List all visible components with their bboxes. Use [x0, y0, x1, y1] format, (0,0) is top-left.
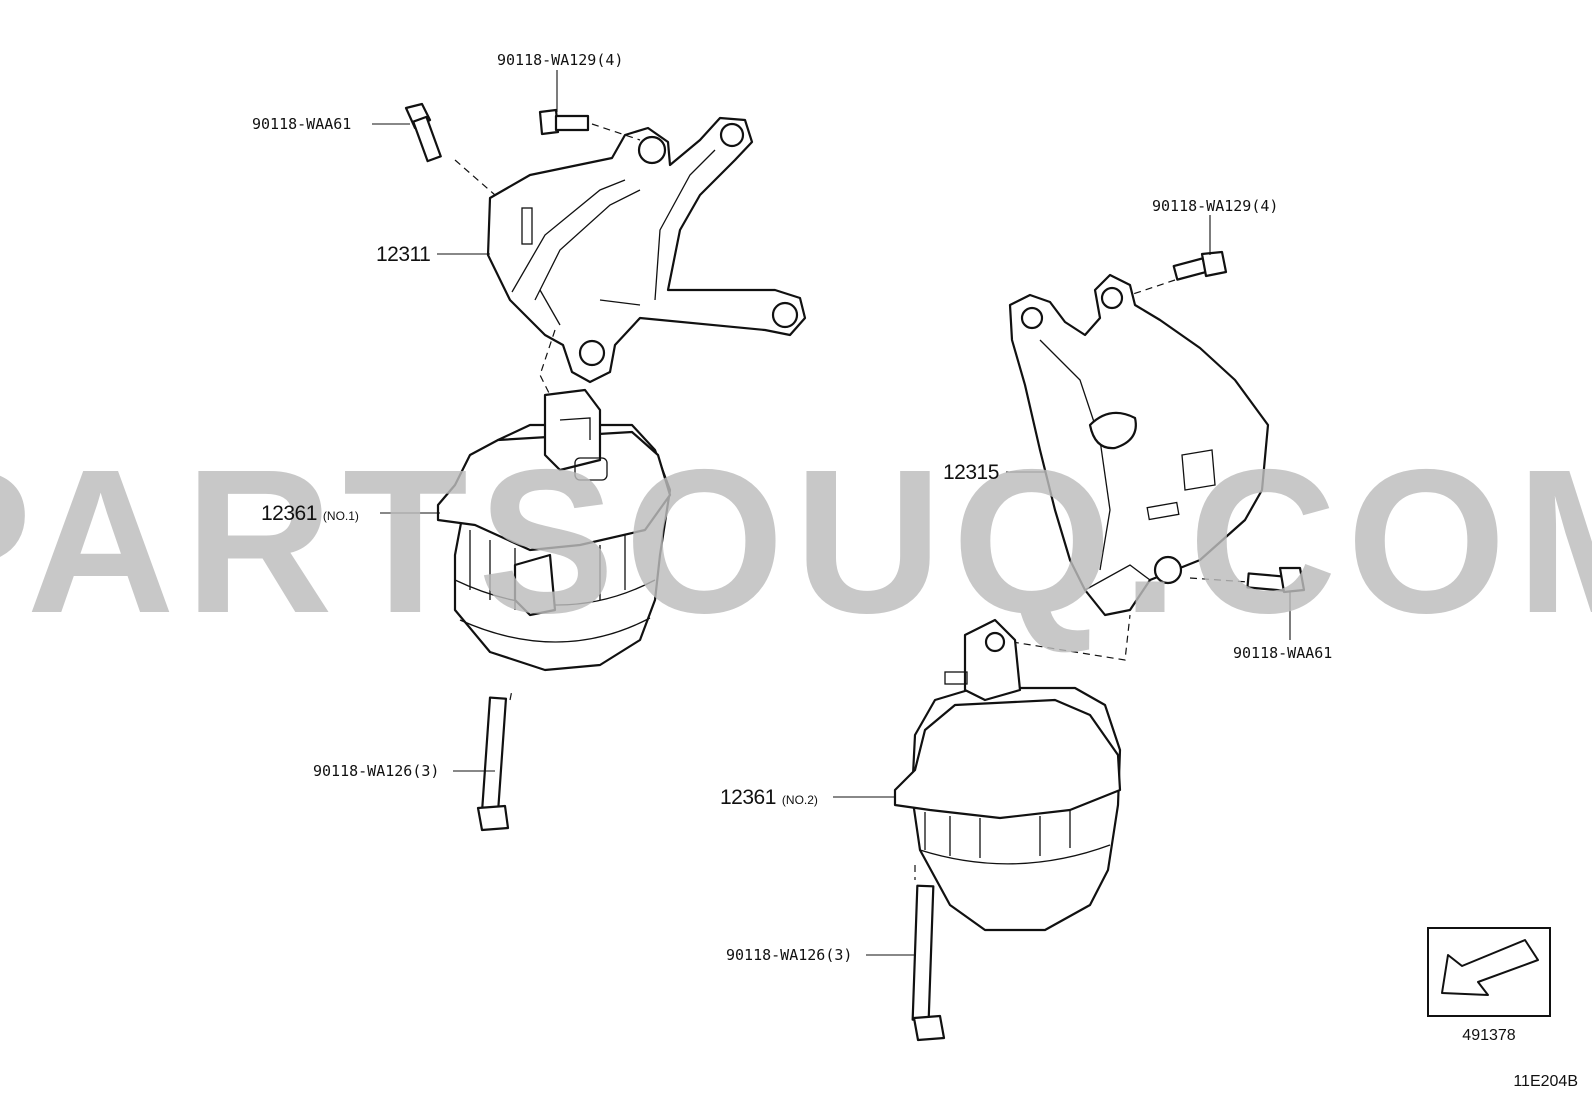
bolt-90118-WAA61-left[interactable] — [404, 102, 442, 163]
bolt-90118-WA126-left[interactable] — [476, 696, 510, 832]
watermark: PARTSOUQ.COM — [0, 427, 1592, 656]
bolt-90118-WAA61-right[interactable] — [1246, 566, 1306, 594]
callout-mount-left-sub: (NO.1) — [323, 509, 359, 523]
callout-mount-right-num: 12361 — [720, 786, 776, 809]
callout-mount-left: 12361 (NO.1) — [261, 502, 359, 525]
bolt-90118-WA126-right[interactable] — [911, 884, 946, 1042]
callout-mount-left-num: 12361 — [261, 502, 317, 525]
callout-bracket-left: 12311 — [376, 243, 430, 266]
callout-bolt-top-left: 90118-WAA61 — [252, 115, 351, 133]
left-bracket-12311[interactable] — [486, 116, 807, 384]
reference-box — [1427, 927, 1551, 1017]
callout-bolt-top-center: 90118-WA129(4) — [497, 51, 623, 69]
reference-number: 491378 — [1462, 1027, 1515, 1044]
figure-code: 11E204B — [1513, 1073, 1578, 1090]
callout-bolt-right: 90118-WAA61 — [1233, 644, 1332, 662]
right-engine-mount-12361-no2[interactable] — [893, 618, 1122, 932]
callout-bolt-bottom-right: 90118-WA126(3) — [726, 946, 852, 964]
callout-mount-right: 12361 (NO.2) — [720, 786, 818, 809]
callout-bolt-top-right: 90118-WA129(4) — [1152, 197, 1278, 215]
callout-mount-right-sub: (NO.2) — [782, 793, 818, 807]
direction-arrow-icon — [1441, 939, 1539, 996]
right-bracket-12315[interactable] — [1008, 273, 1270, 617]
callout-bracket-right: 12315 — [943, 461, 999, 484]
callout-bolt-bottom-left: 90118-WA126(3) — [313, 762, 439, 780]
bolt-90118-WA129-left[interactable] — [538, 108, 590, 136]
left-engine-mount-12361-no1[interactable] — [436, 388, 672, 672]
bolt-90118-WA129-right[interactable] — [1172, 250, 1228, 281]
